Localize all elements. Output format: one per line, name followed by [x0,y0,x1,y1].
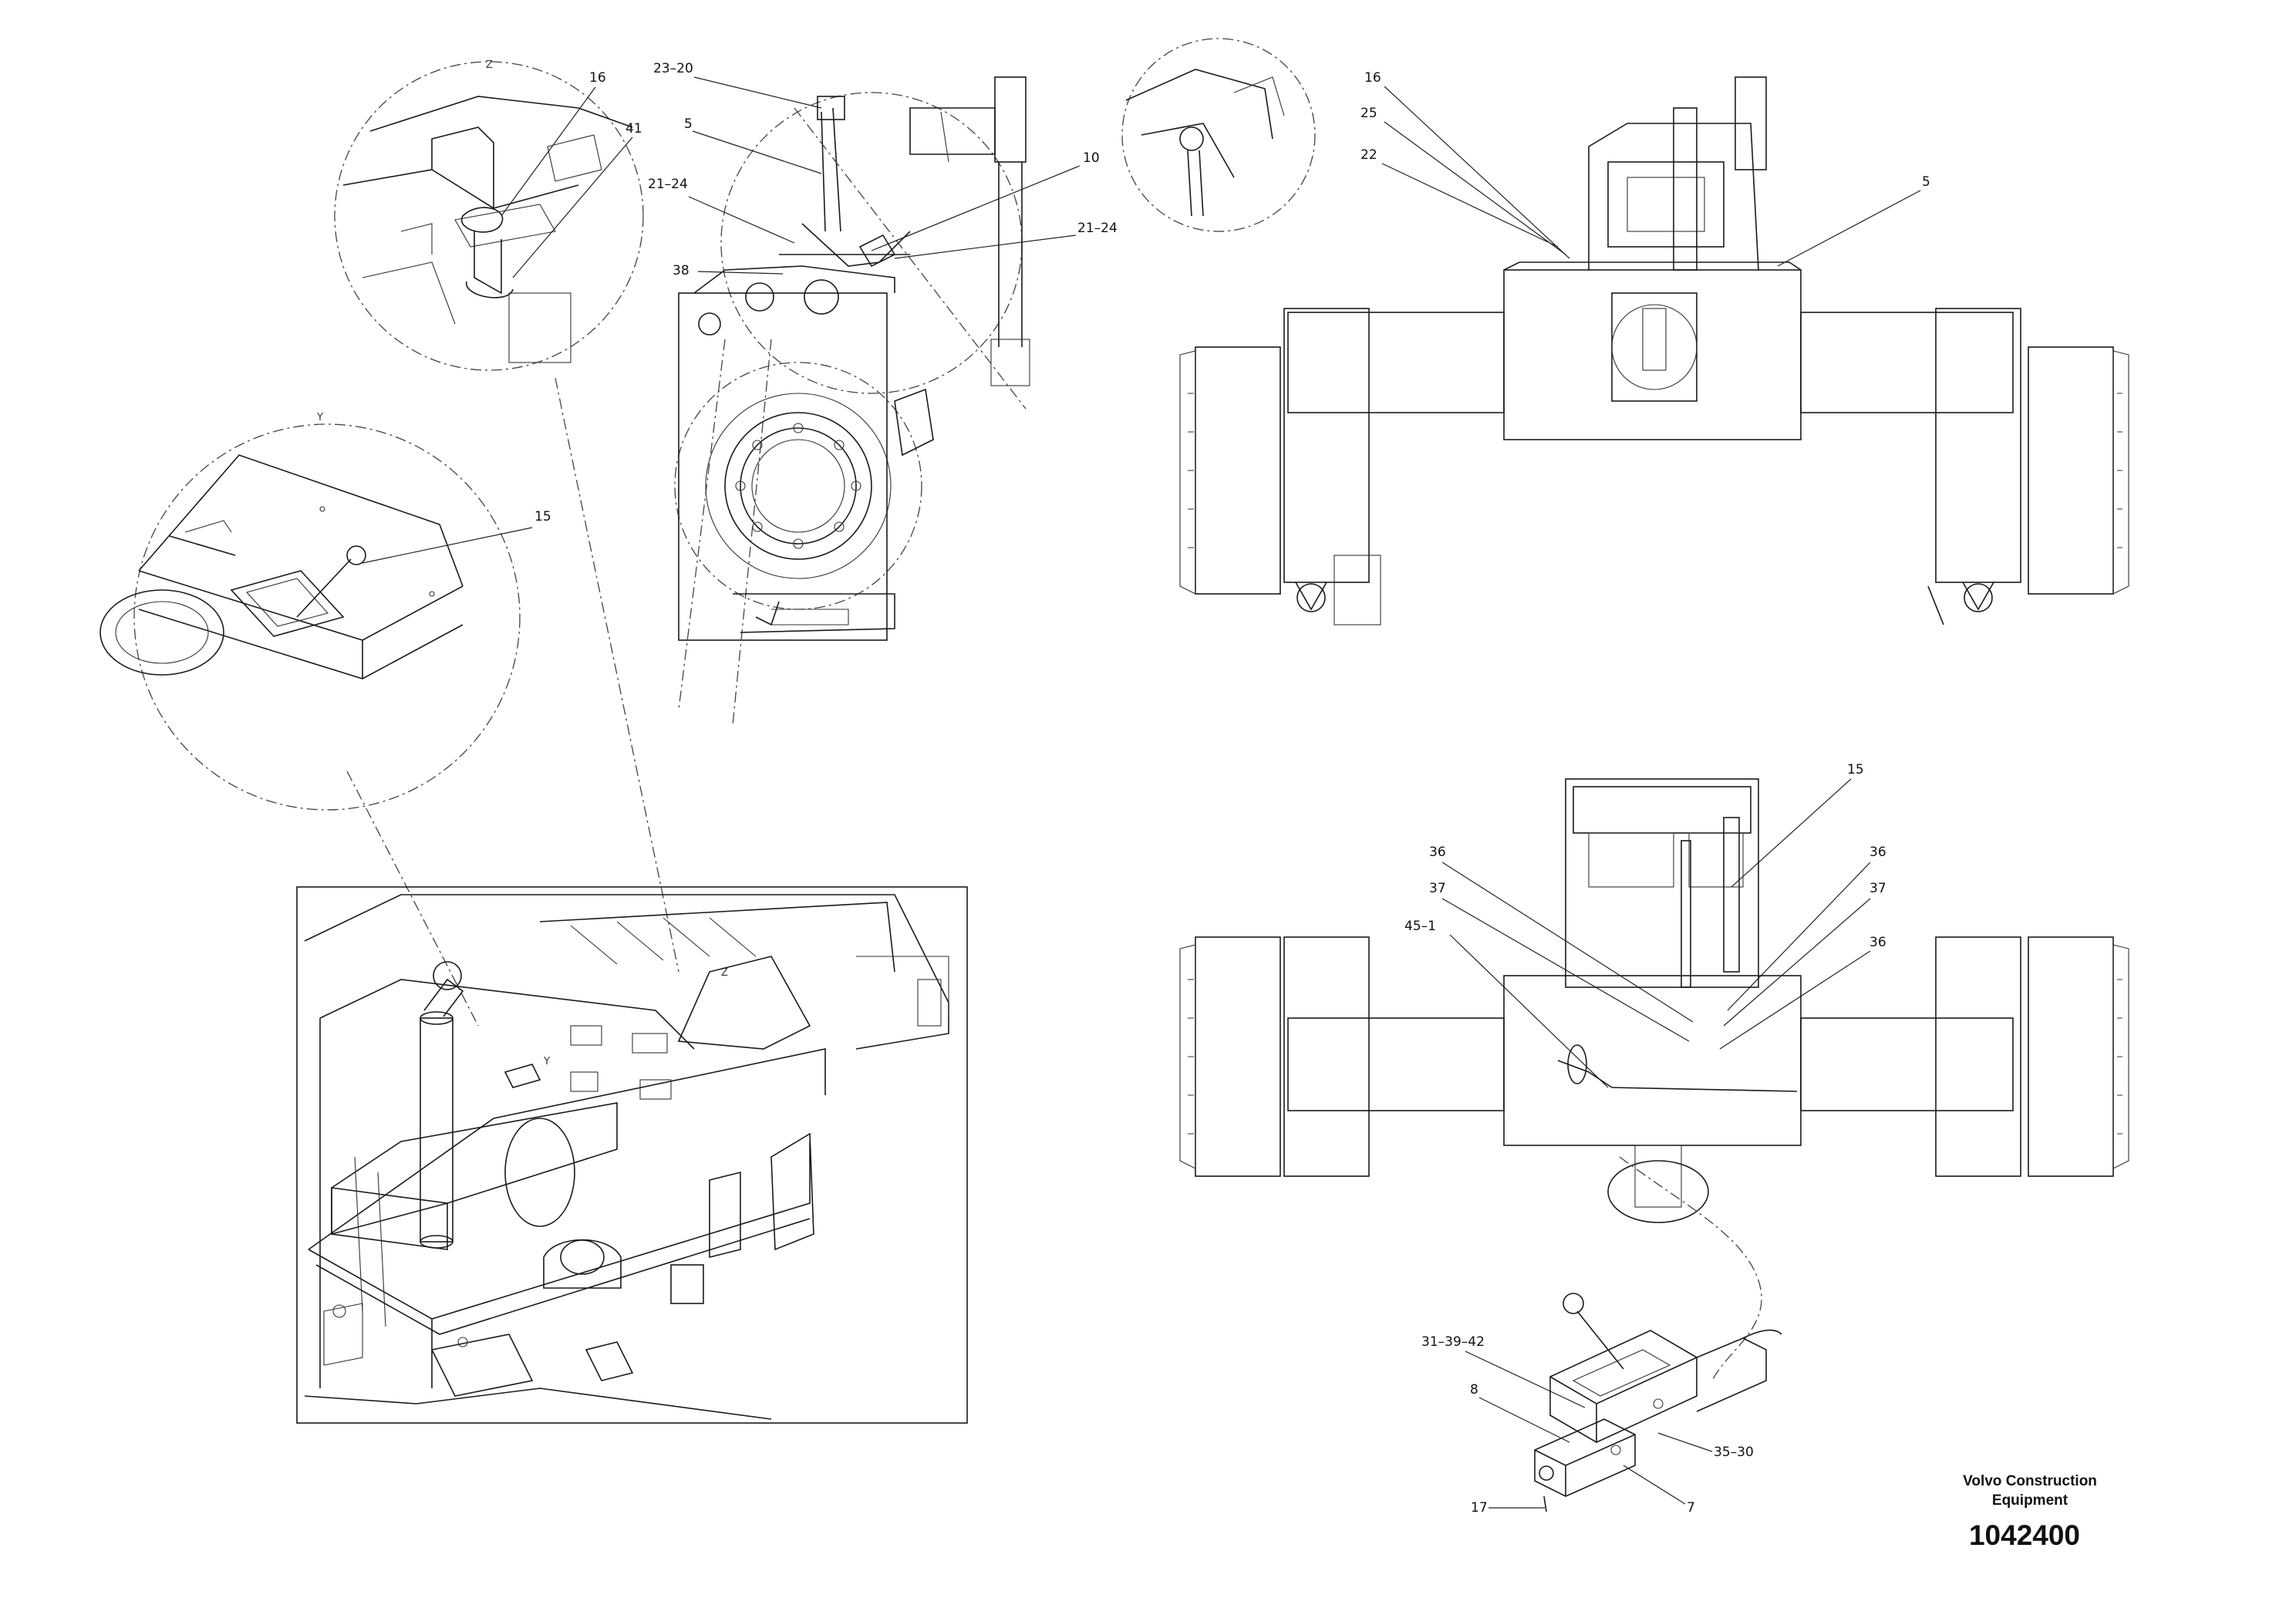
callout-b37b: 37 [1870,881,1886,896]
drawing-number: 1042400 [1969,1519,2080,1551]
callout-s23-20: 23–20 [653,61,693,76]
callout-s5: 5 [684,116,693,132]
detail-z-view-letter: Z [486,59,493,71]
callout-r16: 16 [1364,70,1381,86]
callout-c35-30: 35–30 [1714,1445,1754,1460]
callout-b37a: 37 [1429,881,1446,896]
callout-c17: 17 [1471,1500,1488,1516]
callout-b36a: 36 [1429,845,1446,860]
iso-y-view-letter: Y [543,1056,550,1067]
callout-b15: 15 [1847,762,1864,777]
callout-r5: 5 [1922,174,1930,190]
isometric-frame-view: Z Y [296,886,968,1424]
company-name-line2: Equipment [1992,1492,2068,1509]
callout-b45-1: 45–1 [1404,919,1436,934]
callout-z16: 16 [589,70,606,86]
callout-s21-24b: 21–24 [1077,221,1118,236]
detail-view-y: Y [99,412,521,811]
callout-c31-39-42: 31–39–42 [1421,1334,1485,1350]
callout-b36c: 36 [1870,935,1886,950]
title-block: Volvo Construction Equipment 1042400 [1963,1473,2097,1551]
callout-r22: 22 [1360,147,1377,163]
callout-s38: 38 [673,263,689,278]
callout-s21-24a: 21–24 [648,177,688,192]
axle-front-view [1179,76,2129,626]
side-view-mechanism [674,76,1030,726]
detail-z-link-line [555,377,679,973]
callout-r25: 25 [1360,106,1377,121]
side-view-inset-detail [1121,38,1316,232]
lever-assembly [1534,1293,1782,1512]
callout-b36b: 36 [1870,845,1886,860]
detail-y-link-line [346,771,479,1027]
callout-z41: 41 [625,121,642,137]
iso-z-view-letter: Z [721,967,728,979]
company-name-line1: Volvo Construction [1963,1473,2097,1489]
callout-c7: 7 [1687,1500,1695,1516]
detail-y-view-letter: Y [316,412,323,423]
callout-y15: 15 [534,509,551,524]
callout-s10: 10 [1083,150,1100,166]
detail-view-z: Z [334,59,644,371]
axle-top-view [1179,778,2129,1381]
callout-c8: 8 [1470,1382,1478,1398]
